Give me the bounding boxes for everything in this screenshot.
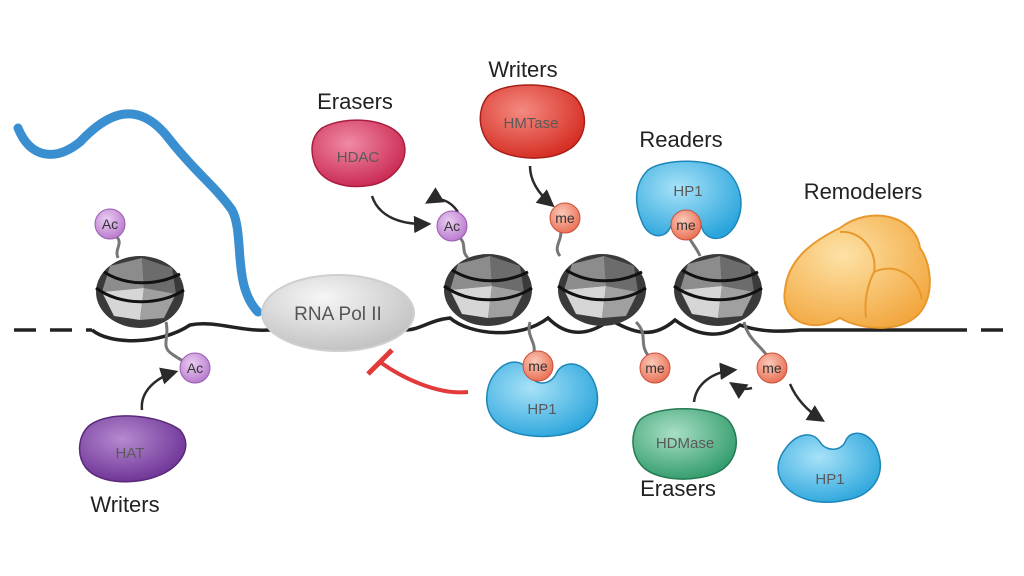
histone-tails	[114, 227, 772, 368]
hat-label: HAT	[116, 445, 145, 462]
hat-enzyme: HAT	[78, 415, 187, 483]
hmtase-enzyme: HMTase	[479, 84, 586, 159]
hdac-arrow	[370, 195, 432, 234]
svg-text:me: me	[555, 210, 575, 226]
hmtase-label: HMTase	[503, 115, 558, 132]
hdmase-arrow-return	[729, 382, 753, 400]
hp1-released: HP1	[777, 432, 881, 503]
ac-mark: Ac	[436, 210, 468, 242]
erasers-label-bottom: Erasers	[640, 476, 716, 501]
svg-text:Ac: Ac	[102, 216, 118, 232]
svg-text:me: me	[676, 217, 696, 233]
me-mark: me	[670, 209, 702, 241]
hp1-reader: HP1	[635, 160, 742, 240]
svg-text:me: me	[528, 358, 548, 374]
inhibition-line	[366, 348, 469, 395]
me-mark: me	[549, 202, 581, 234]
rna-pol-ii-label: RNA Pol II	[294, 304, 382, 325]
nucleosome-2	[443, 254, 533, 326]
me-mark: me	[639, 352, 671, 384]
ac-mark: Ac	[179, 352, 211, 384]
ac-mark: Ac	[94, 208, 126, 240]
writers-label-bottom: Writers	[90, 492, 159, 517]
hdmase-arrow	[692, 362, 738, 403]
hmtase-arrow	[528, 165, 555, 208]
nucleosome-4	[673, 254, 763, 326]
hdac-label: HDAC	[337, 149, 380, 166]
hdac-arrow-return	[424, 187, 460, 213]
hp1-reader-label: HP1	[673, 183, 702, 200]
svg-text:me: me	[762, 360, 782, 376]
dna-strand	[14, 315, 1015, 343]
remodeler-complex	[783, 214, 931, 329]
hp1-released-label: HP1	[815, 471, 844, 488]
hp1-bound-label: HP1	[527, 401, 556, 418]
nucleosome-3	[557, 254, 647, 326]
rna-pol-ii: RNA Pol II	[261, 274, 415, 352]
svg-text:me: me	[645, 360, 665, 376]
hat-arrow	[140, 367, 179, 411]
me-mark: me	[756, 352, 788, 384]
nucleosome-1	[95, 256, 185, 328]
hdmase-label: HDMase	[656, 435, 714, 452]
erasers-label-top: Erasers	[317, 89, 393, 114]
writers-label-top: Writers	[488, 57, 557, 82]
hdac-enzyme: HDAC	[311, 119, 406, 188]
rna-transcript	[13, 109, 263, 317]
svg-text:Ac: Ac	[187, 360, 203, 376]
hp1-release-arrow	[788, 383, 825, 422]
hdmase-enzyme: HDMase	[632, 408, 737, 480]
me-mark: me	[522, 350, 554, 382]
readers-label: Readers	[639, 127, 722, 152]
svg-text:Ac: Ac	[444, 218, 460, 234]
remodelers-label: Remodelers	[804, 179, 923, 204]
